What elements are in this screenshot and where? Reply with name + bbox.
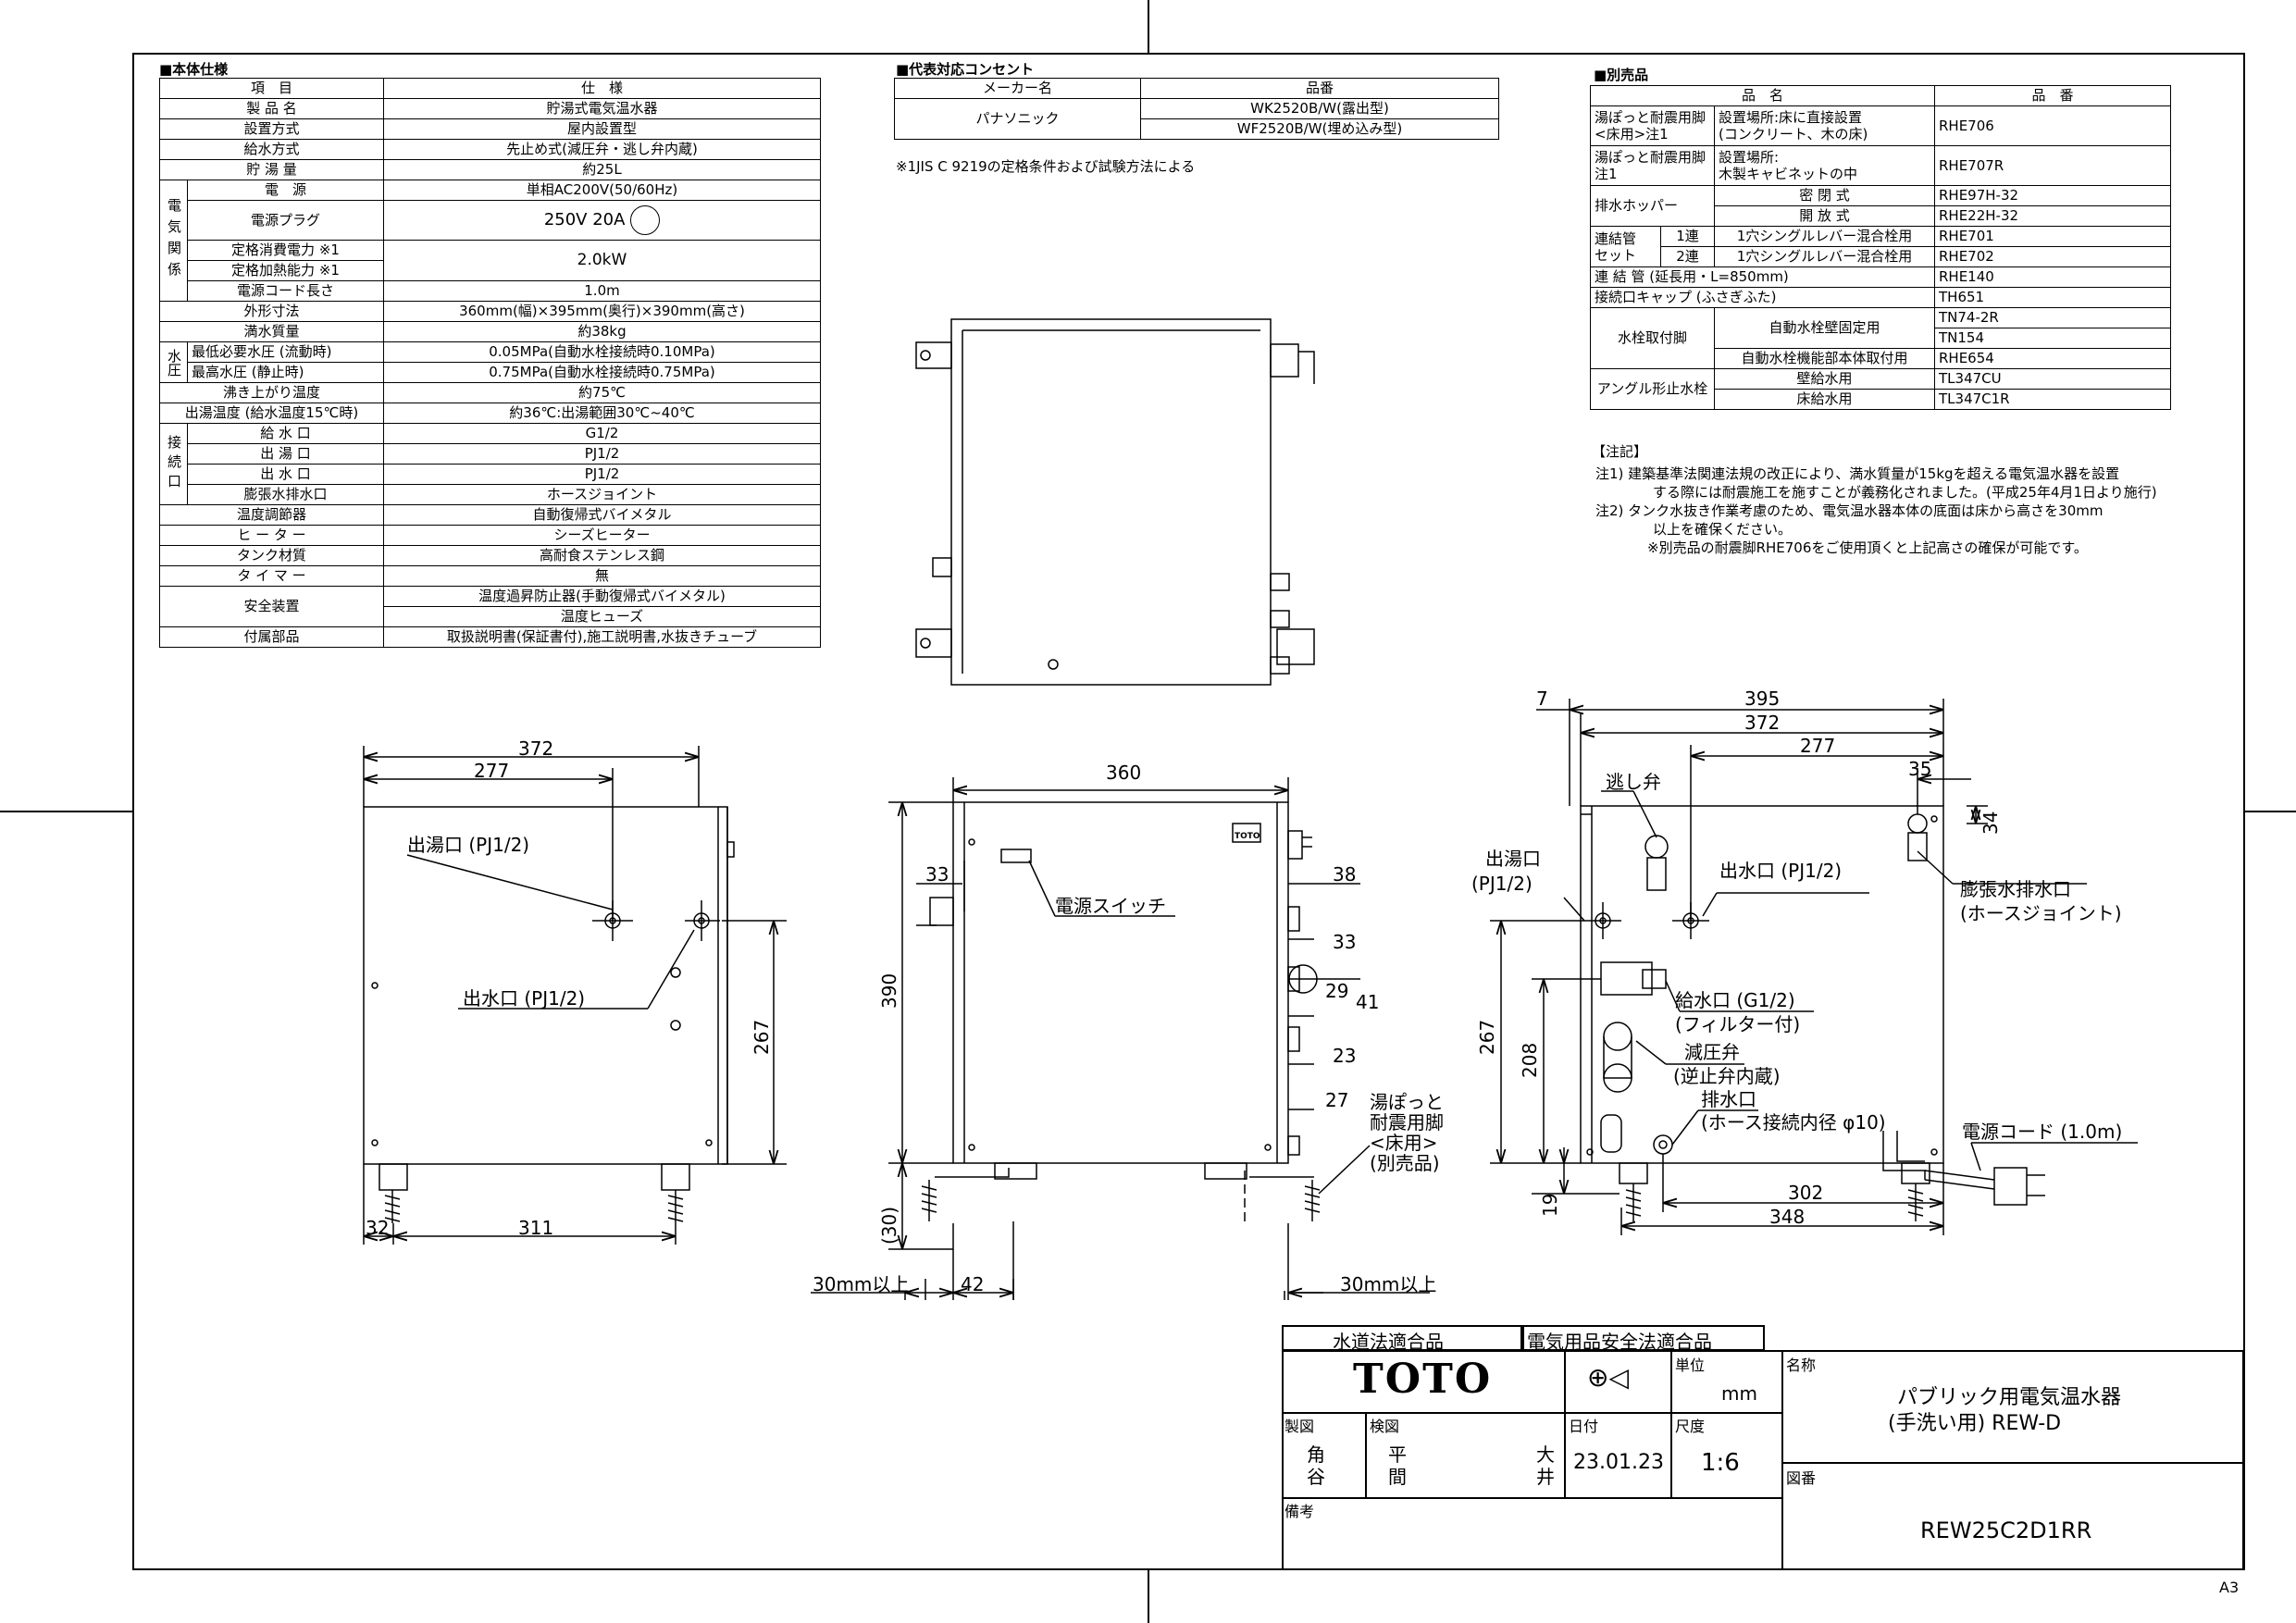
front-dim-32: 32 (366, 1217, 389, 1239)
drawing-frame (132, 53, 2245, 1570)
rear-expansion-label-1: 膨張水排水口 (1960, 878, 2071, 900)
tb-dwg-number: REW25C2D1RR (1920, 1518, 2092, 1543)
side-leg-label-4: (別売品) (1370, 1152, 1440, 1174)
tb-approve-1: 大 (1536, 1443, 1555, 1466)
rear-dim-7: 7 (1536, 688, 1548, 710)
tb-name-label: 名称 (1786, 1357, 1817, 1374)
tb-drawn-2: 谷 (1307, 1466, 1325, 1488)
rear-dim-372: 372 (1744, 712, 1780, 734)
tb-check-2: 間 (1388, 1466, 1407, 1488)
rear-dim-19: 19 (1539, 1194, 1561, 1217)
side-leg-label-2: 耐震用脚 (1370, 1111, 1444, 1134)
front-water-out-label: 出水口 (PJ1/2) (463, 987, 585, 1010)
side-dim-27: 27 (1325, 1089, 1348, 1111)
projection-symbol-icon: ⊕◁ (1587, 1362, 1629, 1393)
side-switch-label: 電源スイッチ (1055, 895, 1166, 917)
side-min-gap-right: 30mm以上 (1340, 1273, 1436, 1295)
rear-hot-out-label-2: (PJ1/2) (1471, 873, 1533, 895)
note-1a: 注1) 建築基準法関連法規の改正により、満水質量が15kgを超える電気温水器を設… (1595, 465, 2120, 482)
side-dim-41: 41 (1356, 991, 1379, 1013)
tb-check-1: 平 (1388, 1443, 1407, 1466)
tb-unit: mm (1721, 1382, 1757, 1405)
rear-hot-out-label-1: 出湯口 (1485, 848, 1541, 870)
note-2b: 以上を確保ください。 (1653, 521, 1793, 538)
rear-view (1490, 699, 2138, 1235)
tb-std2: 電気用品安全法適合品 (1527, 1331, 1712, 1353)
toto-logo: TOTO (1353, 1356, 1493, 1403)
rear-dim-267: 267 (1476, 1020, 1498, 1055)
side-dim-33a: 33 (925, 863, 949, 886)
note-2a: 注2) タンク水抜き作業考慮のため、電気温水器本体の底面は床から高さを30mm (1595, 502, 2104, 519)
tb-unit-label: 単位 (1675, 1357, 1706, 1374)
paper-size: A3 (2219, 1579, 2240, 1596)
front-view (363, 746, 787, 1245)
tb-scale: 1:6 (1701, 1449, 1740, 1477)
side-brand-mark: TOTO (1235, 832, 1260, 841)
rear-drain-label-2: (ホース接続内径 φ10) (1701, 1111, 1886, 1134)
spec-title: ■本体仕様 (159, 61, 229, 78)
note-1b: する際には耐震施工を施すことが義務化されました。(平成25年4月1日より施行) (1653, 484, 2157, 501)
rear-inlet-label-1: 給水口 (G1/2) (1675, 989, 1795, 1011)
side-view (811, 777, 1430, 1300)
front-dim-277: 277 (474, 760, 509, 782)
outlet-title: ■代表対応コンセント (896, 61, 1035, 78)
rear-dim-302: 302 (1788, 1182, 1823, 1204)
front-dim-372: 372 (518, 737, 553, 760)
tb-date: 23.01.23 (1573, 1451, 1664, 1474)
rear-relief-valve-label: 逃し弁 (1606, 771, 1661, 793)
note-2c: ※別売品の耐震脚RHE706をご使用頂くと上記高さの確保が可能です。 (1647, 539, 2088, 556)
options-title: ■別売品 (1594, 67, 1649, 83)
side-dim-360: 360 (1106, 762, 1141, 784)
rear-drain-label-1: 排水口 (1701, 1088, 1756, 1110)
front-dim-267: 267 (751, 1020, 773, 1055)
rear-cord-label: 電源コード (1.0m) (1962, 1121, 2122, 1143)
rear-dim-395: 395 (1744, 688, 1780, 710)
tb-drawn-1: 角 (1307, 1443, 1325, 1466)
side-dim-390: 390 (878, 973, 900, 1009)
side-dim-42: 42 (961, 1273, 984, 1295)
tb-approve-2: 井 (1536, 1466, 1555, 1488)
side-dim-33b: 33 (1333, 931, 1356, 953)
plug-outlet-icon (630, 205, 661, 235)
tb-name-1: パブリック用電気温水器 (1897, 1386, 2122, 1409)
rear-dim-35: 35 (1908, 758, 1931, 780)
side-dim-29: 29 (1325, 980, 1348, 1002)
side-dim-23: 23 (1333, 1045, 1356, 1067)
rear-dim-34: 34 (1980, 812, 2002, 835)
tb-std1: 水道法適合品 (1333, 1331, 1444, 1353)
side-dim-30: (30) (878, 1207, 900, 1245)
tb-drawn-label: 製図 (1285, 1418, 1315, 1435)
front-hot-out-label: 出湯口 (PJ1/2) (407, 834, 529, 856)
spec-table: 項 目仕 様 製 品 名貯湯式電気温水器 設置方式屋内設置型 給水方式先止め式(… (159, 78, 821, 648)
tb-name-2: (手洗い用) REW-D (1888, 1412, 2062, 1435)
rear-water-out-label: 出水口 (PJ1/2) (1719, 860, 1842, 882)
rear-dim-348: 348 (1769, 1206, 1805, 1228)
rear-expansion-label-2: (ホースジョイント) (1960, 902, 2122, 924)
tb-scale-label: 尺度 (1675, 1418, 1706, 1435)
rear-inlet-label-2: (フィルター付) (1675, 1013, 1800, 1035)
rear-prv-label-1: 減圧弁 (1684, 1041, 1740, 1063)
rear-dim-208: 208 (1519, 1043, 1541, 1078)
titleblock-outer (1282, 1350, 2244, 1570)
tb-check-label: 検図 (1370, 1418, 1400, 1435)
tb-dwg-label: 図番 (1786, 1469, 1817, 1487)
side-dim-38: 38 (1333, 863, 1356, 886)
rear-prv-label-2: (逆止弁内蔵) (1673, 1065, 1781, 1087)
notes-title: 【注記】 (1592, 443, 1648, 460)
side-leg-label-1: 湯ぽっと (1370, 1091, 1444, 1113)
front-dim-311: 311 (518, 1217, 553, 1239)
rear-dim-277: 277 (1800, 735, 1835, 757)
side-leg-label-3: <床用> (1370, 1132, 1438, 1154)
tb-remark-label: 備考 (1285, 1503, 1315, 1520)
side-min-gap-left: 30mm以上 (813, 1273, 909, 1295)
outlet-note: ※1JIS C 9219の定格条件および試験方法による (896, 158, 1196, 175)
tb-date-label: 日付 (1569, 1418, 1599, 1435)
isometric-view (915, 318, 1315, 686)
